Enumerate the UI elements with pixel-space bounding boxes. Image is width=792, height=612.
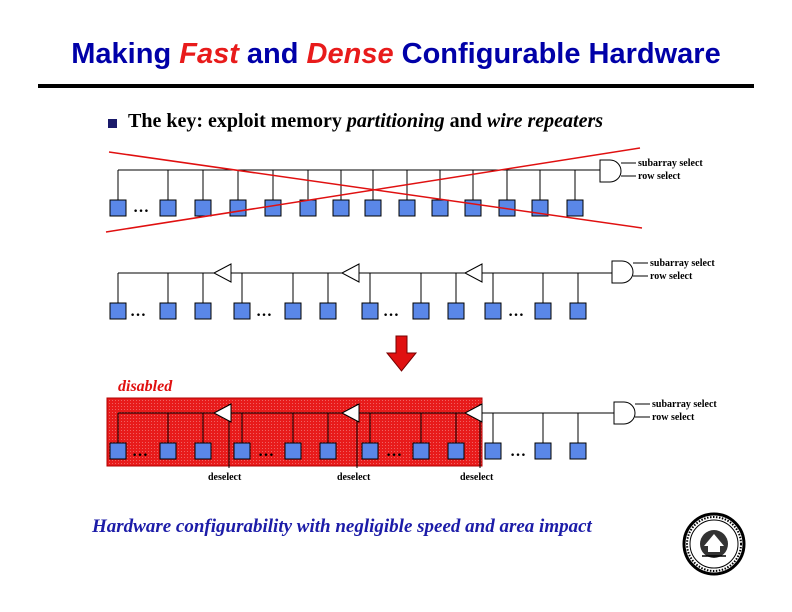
memory-cell bbox=[412, 302, 430, 320]
memory-cell bbox=[109, 442, 127, 460]
memory-cell bbox=[534, 302, 552, 320]
subarray-select-label: subarray select bbox=[652, 399, 717, 410]
memory-cell bbox=[447, 302, 465, 320]
memory-cell bbox=[159, 199, 177, 217]
deselect-label: deselect bbox=[337, 472, 371, 483]
and-gate-icon bbox=[611, 260, 648, 284]
row-select-label: row select bbox=[650, 271, 693, 282]
ellipsis: … bbox=[132, 443, 148, 460]
and-gate-icon bbox=[599, 159, 636, 183]
memory-cell bbox=[299, 199, 317, 217]
repeater-icon bbox=[340, 403, 360, 423]
memory-cell bbox=[194, 199, 212, 217]
down-arrow-icon bbox=[385, 335, 418, 372]
memory-cell bbox=[159, 442, 177, 460]
title-fast: Fast bbox=[179, 38, 239, 70]
memory-cell bbox=[159, 302, 177, 320]
bullet-square-icon bbox=[108, 119, 117, 128]
memory-cell bbox=[109, 199, 127, 217]
university-seal-icon bbox=[682, 512, 746, 576]
disabled-label: disabled bbox=[118, 378, 173, 395]
memory-cell bbox=[284, 302, 302, 320]
memory-cell bbox=[531, 199, 549, 217]
memory-cell bbox=[534, 442, 552, 460]
and-gate-icon bbox=[613, 401, 650, 425]
memory-cell bbox=[361, 302, 379, 320]
memory-cell bbox=[569, 442, 587, 460]
memory-cell bbox=[447, 442, 465, 460]
memory-cell bbox=[431, 199, 449, 217]
memory-cell bbox=[229, 199, 247, 217]
ellipsis: … bbox=[383, 303, 399, 320]
title-rule bbox=[38, 84, 754, 88]
title-dense: Dense bbox=[306, 38, 394, 70]
ellipsis: … bbox=[510, 443, 526, 460]
repeater-icon bbox=[463, 263, 483, 283]
memory-cell bbox=[194, 442, 212, 460]
memory-cell bbox=[319, 302, 337, 320]
memory-cell bbox=[319, 442, 337, 460]
memory-cell bbox=[194, 302, 212, 320]
deselect-label: deselect bbox=[460, 472, 494, 483]
row-select-label: row select bbox=[652, 412, 695, 423]
bullet-prefix: The key: exploit memory bbox=[128, 110, 347, 132]
ellipsis: … bbox=[508, 303, 524, 320]
memory-cell bbox=[566, 199, 584, 217]
repeater-icon bbox=[340, 263, 360, 283]
memory-cell bbox=[284, 442, 302, 460]
memory-cell bbox=[332, 199, 350, 217]
footer-caption: Hardware configurability with negligible… bbox=[92, 516, 592, 537]
memory-cell bbox=[264, 199, 282, 217]
memory-cell bbox=[398, 199, 416, 217]
repeater-icon bbox=[212, 403, 232, 423]
ellipsis: … bbox=[256, 303, 272, 320]
title-part2: and bbox=[238, 38, 307, 70]
repeater-icon bbox=[212, 263, 232, 283]
memory-cell bbox=[412, 442, 430, 460]
slide-title: Making Fast and Dense Configurable Hardw… bbox=[0, 38, 792, 71]
bullet-partitioning: partitioning bbox=[346, 110, 445, 132]
memory-cell bbox=[233, 302, 251, 320]
key-bullet: The key: exploit memory partitioning and… bbox=[128, 110, 603, 133]
title-part1: Making bbox=[71, 38, 180, 70]
subarray-select-label: subarray select bbox=[650, 258, 715, 269]
memory-cell bbox=[484, 442, 502, 460]
ellipsis: … bbox=[130, 303, 146, 320]
memory-cell bbox=[361, 442, 379, 460]
memory-cell bbox=[109, 302, 127, 320]
memory-cell bbox=[484, 302, 502, 320]
repeater-icon bbox=[463, 403, 483, 423]
ellipsis: … bbox=[133, 199, 149, 216]
deselect-label: deselect bbox=[208, 472, 242, 483]
bullet-mid: and bbox=[444, 110, 487, 132]
row-unpartitioned: subarray select row select … bbox=[105, 147, 703, 233]
bullet-wire-repeaters: wire repeaters bbox=[486, 110, 604, 132]
memory-cell bbox=[569, 302, 587, 320]
subarray-select-label: subarray select bbox=[638, 158, 703, 169]
row-select-label: row select bbox=[638, 171, 681, 182]
row-configured: subarray select row select … … … … desel… bbox=[109, 399, 717, 483]
title-part3: Configurable Hardware bbox=[393, 38, 721, 70]
ellipsis: … bbox=[258, 443, 274, 460]
cross-out-line bbox=[105, 147, 641, 233]
memory-cell bbox=[364, 199, 382, 217]
ellipsis: … bbox=[386, 443, 402, 460]
memory-cell bbox=[233, 442, 251, 460]
row-partitioned: subarray select row select … … … … bbox=[109, 258, 715, 320]
